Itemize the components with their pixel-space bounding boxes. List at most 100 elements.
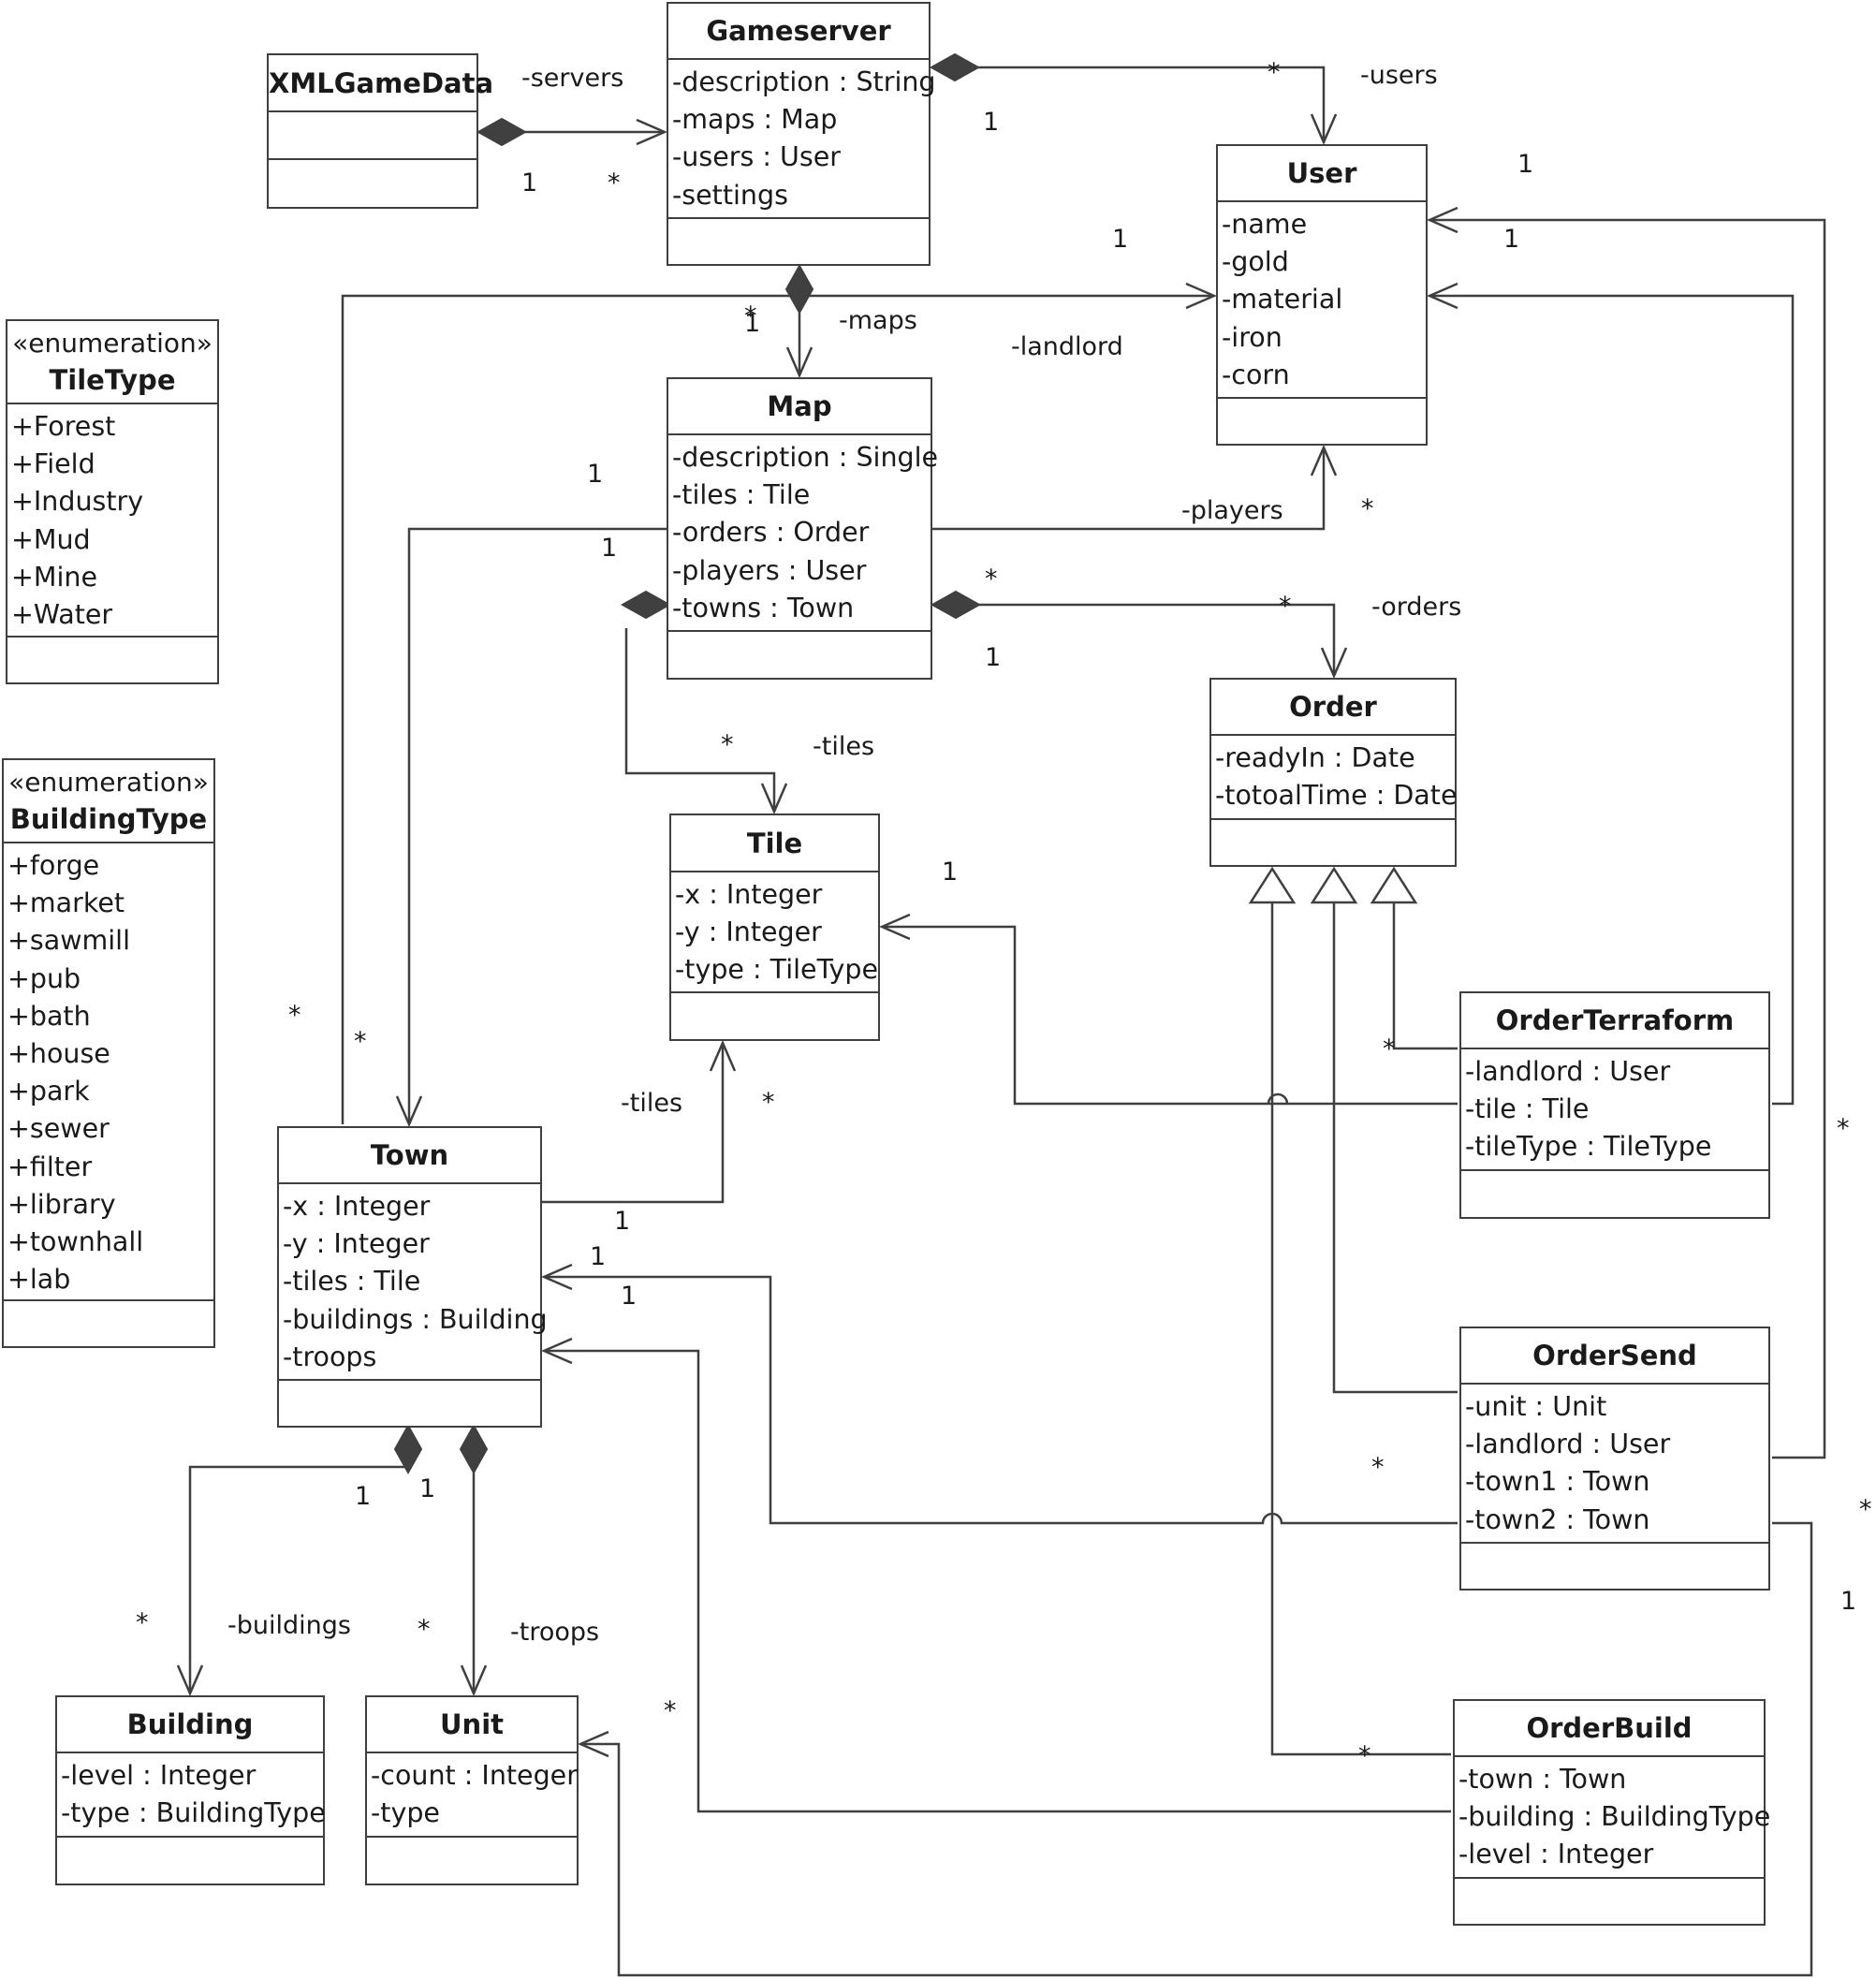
terraform-tile-association xyxy=(882,927,1458,1106)
multiplicity-label: * xyxy=(1371,1453,1385,1482)
enum-literal: +Water xyxy=(11,599,113,631)
class-attribute: -type : TileType xyxy=(675,954,879,986)
class-orderbuild[interactable]: OrderBuild -town : Town -building : Buil… xyxy=(1453,1699,1770,1926)
class-name: Tile xyxy=(746,827,803,859)
class-attribute: -count : Integer xyxy=(371,1760,578,1791)
class-name: Order xyxy=(1289,691,1377,723)
enum-literal: +sawmill xyxy=(7,925,131,957)
class-attribute: -tileType : TileType xyxy=(1465,1131,1712,1163)
role-label: -orders xyxy=(1371,593,1462,622)
class-attribute: -buildings : Building xyxy=(283,1303,548,1335)
class-header: OrderTerraform xyxy=(1461,993,1768,1049)
class-map[interactable]: Map -description : Single -tiles : Tile … xyxy=(667,377,938,680)
players-association xyxy=(932,447,1324,531)
generalization-triangle xyxy=(1248,866,1297,904)
role-label: -servers xyxy=(521,64,624,93)
role-label: -users xyxy=(1360,61,1438,90)
class-attributes xyxy=(269,112,476,160)
class-attribute: -towns : Town xyxy=(672,592,855,623)
class-header: OrderSend xyxy=(1461,1328,1768,1385)
multiplicity-label: * xyxy=(721,730,734,759)
class-name: Gameserver xyxy=(706,15,891,47)
composition-diamond xyxy=(459,1423,489,1475)
class-attributes: -level : Integer -type : BuildingType xyxy=(57,1753,326,1838)
enum-literal: +house xyxy=(7,1038,110,1070)
class-attribute: -town : Town xyxy=(1458,1764,1627,1795)
class-tile[interactable]: Tile -x : Integer -y : Integer -type : T… xyxy=(669,814,880,1041)
class-attribute: -gold xyxy=(1222,246,1289,278)
class-attributes: -readyIn : Date -totoalTime : Date xyxy=(1211,736,1457,820)
users-association xyxy=(955,66,1324,142)
multiplicity-label: * xyxy=(136,1608,149,1637)
class-attribute: -users : User xyxy=(672,141,841,173)
class-tiletype[interactable]: «enumeration» TileType +Forest +Field +I… xyxy=(6,319,219,684)
class-unit[interactable]: Unit -count : Integer -type xyxy=(365,1695,579,1885)
composition-diamond xyxy=(784,263,814,315)
class-town[interactable]: Town -x : Integer -y : Integer -tiles : … xyxy=(277,1126,548,1428)
class-attribute: -corn xyxy=(1222,359,1290,390)
enum-literal: +lab xyxy=(7,1264,71,1296)
class-attributes: +Forest +Field +Industry +Mud +Mine +Wat… xyxy=(7,404,217,638)
enum-literal: +market xyxy=(7,887,125,919)
class-header: Town xyxy=(279,1128,540,1184)
multiplicity-label: 1 xyxy=(744,309,761,338)
class-header: «enumeration» TileType xyxy=(7,321,217,404)
towns-association xyxy=(409,527,667,1124)
class-attribute: -landlord : User xyxy=(1465,1429,1671,1460)
class-attribute: -tiles : Tile xyxy=(672,479,811,511)
enum-literal: +Industry xyxy=(11,486,144,518)
class-name: OrderTerraform xyxy=(1495,1004,1735,1036)
class-attribute: -town2 : Town xyxy=(1465,1503,1650,1535)
enum-literal: +Mine xyxy=(11,561,97,593)
class-name: XMLGameData xyxy=(269,66,494,99)
class-ordersend[interactable]: OrderSend -unit : Unit -landlord : User … xyxy=(1459,1327,1770,1591)
enum-literal: +park xyxy=(7,1076,90,1107)
class-header: User xyxy=(1218,146,1426,202)
class-name: Unit xyxy=(440,1708,504,1740)
class-attribute: -troops xyxy=(283,1341,377,1372)
class-name: Map xyxy=(767,390,832,422)
class-attribute: -landlord : User xyxy=(1465,1056,1671,1087)
map-tiles-association xyxy=(624,628,774,812)
class-orderterraform[interactable]: OrderTerraform -landlord : User -tile : … xyxy=(1459,991,1770,1219)
class-building[interactable]: Building -level : Integer -type : Buildi… xyxy=(55,1695,326,1885)
class-header: OrderBuild xyxy=(1455,1701,1764,1757)
class-stereotype: «enumeration» xyxy=(8,766,209,798)
multiplicity-label: 1 xyxy=(983,108,1000,137)
class-name: OrderSend xyxy=(1532,1340,1697,1371)
class-attributes: -town : Town -building : BuildingType -l… xyxy=(1455,1757,1770,1879)
multiplicity-label: * xyxy=(1383,1034,1396,1063)
class-name: Building xyxy=(126,1708,254,1740)
class-header: Building xyxy=(57,1697,323,1753)
terraform-generalization xyxy=(1392,903,1458,1050)
orders-association xyxy=(956,603,1334,676)
multiplicity-label: 1 xyxy=(419,1474,436,1503)
multiplicity-label: 1 xyxy=(614,1207,631,1236)
class-attributes: -x : Integer -y : Integer -tiles : Tile … xyxy=(279,1184,548,1381)
multiplicity-label: 1 xyxy=(942,858,959,887)
class-attribute: -x : Integer xyxy=(675,879,823,910)
class-user[interactable]: User -name -gold -material -iron -corn xyxy=(1216,144,1428,446)
class-order[interactable]: Order -readyIn : Date -totoalTime : Date xyxy=(1209,678,1457,867)
class-header: Tile xyxy=(671,815,878,872)
role-label: -players xyxy=(1181,496,1283,525)
class-attribute: -type xyxy=(371,1797,440,1829)
class-header: Map xyxy=(668,379,931,435)
role-label: -tiles xyxy=(621,1089,683,1118)
multiplicity-label: * xyxy=(744,301,757,330)
class-attributes: -description : Single -tiles : Tile -ord… xyxy=(668,435,938,632)
class-attributes: -name -gold -material -iron -corn xyxy=(1218,202,1426,399)
multiplicity-label: * xyxy=(664,1696,677,1725)
enum-literal: +Field xyxy=(11,448,95,480)
class-attribute: -description : String xyxy=(672,66,936,97)
class-gameserver[interactable]: Gameserver -description : String -maps :… xyxy=(667,2,936,266)
composition-diamond xyxy=(620,590,672,620)
class-xmlgamedata[interactable]: XMLGameData xyxy=(267,53,494,209)
class-buildingtype[interactable]: «enumeration» BuildingType +forge +marke… xyxy=(2,758,215,1348)
class-attributes: -x : Integer -y : Integer -type : TileTy… xyxy=(671,872,878,993)
class-attributes: -landlord : User -tile : Tile -tileType … xyxy=(1461,1049,1768,1171)
multiplicity-label: 1 xyxy=(1840,1587,1857,1616)
enum-literal: +sewer xyxy=(7,1113,110,1145)
multiplicity-label: * xyxy=(1279,592,1292,621)
